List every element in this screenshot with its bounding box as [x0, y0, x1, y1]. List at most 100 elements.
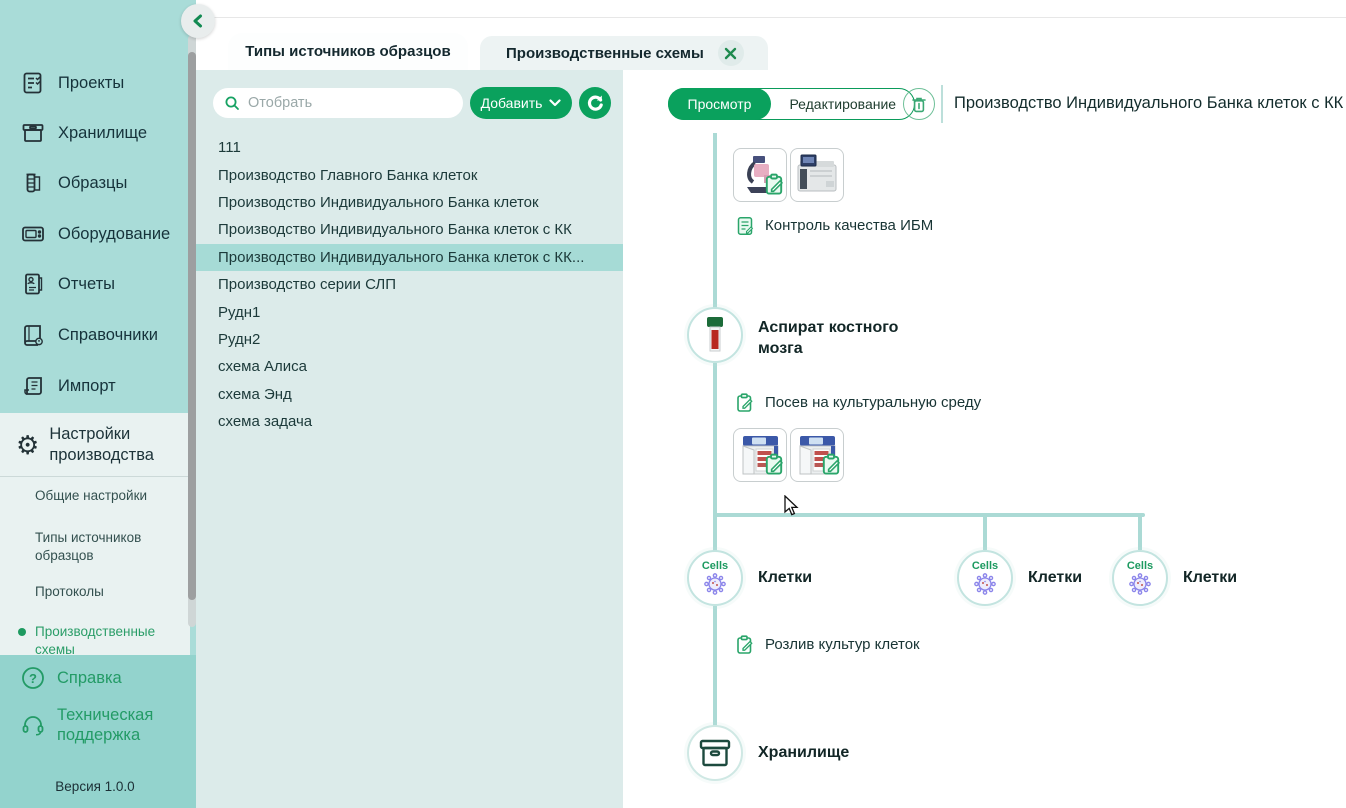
sidebar-item-import[interactable]: Импорт [0, 366, 190, 406]
import-icon [24, 377, 42, 395]
sidebar-item-label: Отчеты [58, 274, 116, 293]
list-item[interactable]: Рудн2 [218, 330, 261, 348]
sidebar-item-label: Хранилище [58, 123, 148, 142]
cell-icon [974, 573, 996, 595]
sidebar-collapse-button[interactable] [181, 4, 215, 38]
sidebar-item-samples[interactable]: Образцы [0, 163, 190, 203]
protocol-overlay-icon [762, 452, 786, 481]
clipboard-pencil-icon [737, 635, 753, 654]
header-divider [941, 85, 943, 123]
cells-badge: Cells [971, 560, 999, 572]
list-item[interactable]: Рудн1 [218, 303, 261, 321]
node-label: Хранилище [758, 744, 850, 761]
flow-line [713, 606, 717, 726]
flow-line [1138, 515, 1142, 550]
sidebar-subitem-production-schemes[interactable]: Производственные схемы [0, 623, 190, 659]
sidebar-item-label: Импорт [58, 376, 116, 395]
equipment-card-incubator-1[interactable] [733, 428, 787, 482]
sidebar-bottom-section: ? Справка Техническая поддержка [0, 655, 196, 808]
close-icon [725, 47, 737, 59]
help-icon: ? [22, 667, 44, 689]
settings-section-label: Настройки производства [49, 424, 154, 464]
sidebar-item-reports[interactable]: Отчеты [0, 264, 190, 304]
step-quality-control[interactable]: Контроль качества ИБМ [735, 216, 933, 236]
mouse-cursor [784, 495, 799, 516]
microscope-image [747, 156, 771, 193]
list-item[interactable]: Производство Индивидуального Банка клето… [218, 221, 572, 239]
list-item[interactable]: Производство Главного Банка клеток [218, 166, 478, 184]
search-box[interactable] [213, 88, 463, 118]
add-button-label: Добавить [480, 95, 543, 111]
list-item[interactable]: 111 [218, 139, 241, 157]
list-item[interactable]: схема задача [218, 413, 313, 431]
sidebar-subitem-general-settings[interactable]: Общие настройки [35, 488, 148, 503]
flow-line [713, 513, 717, 552]
node-cells-1[interactable]: Cells [687, 550, 743, 606]
storage-box-icon [699, 739, 731, 767]
sidebar-item-help[interactable]: ? Справка [0, 663, 190, 693]
list-item[interactable]: Производство серии СЛП [218, 276, 397, 294]
list-item-selected[interactable]: Производство Индивидуального Банка клето… [196, 243, 623, 271]
version-label: Версия 1.0.0 [55, 779, 135, 794]
tab-label: Типы источников образцов [245, 43, 451, 60]
flow-line [713, 133, 717, 309]
edit-mode-button[interactable]: Редактирование [789, 96, 897, 112]
trash-icon [912, 97, 926, 112]
scheme-title: Производство Индивидуального Банка клето… [954, 94, 1344, 112]
tab-close-button[interactable] [717, 40, 744, 66]
chevron-left-icon [193, 14, 202, 28]
projects-icon [23, 72, 42, 94]
sidebar-item-production-settings[interactable]: ⚙ Настройки производства [0, 413, 190, 477]
step-label: Посев на культуральную среду [765, 394, 982, 411]
sidebar-subitem-protocols[interactable]: Протоколы [35, 584, 104, 599]
tab-sample-source-types[interactable]: Типы источников образцов [228, 33, 468, 70]
sidebar-item-equipment[interactable]: Оборудование [0, 214, 190, 254]
node-storage[interactable] [687, 725, 743, 781]
references-icon [24, 325, 43, 346]
sidebar-item-label: Справочники [58, 325, 158, 344]
equipment-card-microscope[interactable] [733, 148, 787, 202]
node-label: Клетки [1183, 569, 1238, 586]
delete-button[interactable] [903, 88, 935, 120]
sidebar-scrollbar-thumb[interactable] [188, 52, 196, 600]
view-edit-toggle[interactable]: Просмотр Редактирование [667, 88, 916, 120]
gear-icon: ⚙ [16, 429, 40, 460]
list-item[interactable]: схема Алиса [218, 358, 307, 376]
cell-icon [1129, 573, 1151, 595]
sidebar: Проекты Хранилище Образцы Оборудование О… [0, 0, 196, 808]
node-cells-2[interactable]: Cells [957, 550, 1013, 606]
tab-production-schemes[interactable]: Производственные схемы [480, 36, 768, 70]
sidebar-item-storage[interactable]: Хранилище [0, 113, 190, 153]
sidebar-scrollbar[interactable] [188, 35, 196, 627]
scheme-detail-panel: Просмотр Редактирование Производство Инд… [623, 70, 1346, 808]
flow-branch-line [713, 513, 1145, 517]
search-input[interactable] [248, 95, 438, 111]
sidebar-subitem-label: Производственные схемы [35, 624, 156, 657]
sidebar-item-support[interactable]: Техническая поддержка [0, 703, 190, 747]
flow-line [713, 363, 717, 552]
sidebar-subitem-sample-source-types[interactable]: Типы источников образцов [35, 530, 142, 563]
refresh-button[interactable] [579, 87, 611, 119]
headset-icon [22, 716, 44, 736]
step-label: Розлив культур клеток [765, 636, 920, 653]
list-item[interactable]: Производство Индивидуального Банка клето… [218, 193, 539, 211]
scheme-list: 111 Производство Главного Банка клеток П… [196, 134, 623, 435]
view-mode-button[interactable]: Просмотр [667, 88, 772, 120]
samples-icon [26, 173, 41, 193]
sidebar-item-references[interactable]: Справочники [0, 315, 190, 355]
node-bone-marrow-aspirate[interactable] [687, 307, 743, 363]
sidebar-item-label: Оборудование [58, 224, 171, 243]
node-cells-3[interactable]: Cells [1112, 550, 1168, 606]
step-seeding[interactable]: Посев на культуральную среду [735, 393, 981, 413]
sidebar-item-label: Проекты [58, 73, 125, 92]
sidebar-settings-section: ⚙ Настройки производства Общие настройки… [0, 413, 190, 657]
analyzer-image [797, 154, 837, 192]
add-button[interactable]: Добавить [470, 87, 572, 119]
top-divider [212, 17, 1346, 18]
step-filling[interactable]: Розлив культур клеток [735, 635, 920, 655]
list-item[interactable]: схема Энд [218, 385, 292, 403]
equipment-card-incubator-2[interactable] [790, 428, 844, 482]
support-label: Техническая поддержка [57, 706, 154, 744]
sidebar-item-projects[interactable]: Проекты [0, 63, 190, 103]
equipment-card-analyzer[interactable] [790, 148, 844, 202]
